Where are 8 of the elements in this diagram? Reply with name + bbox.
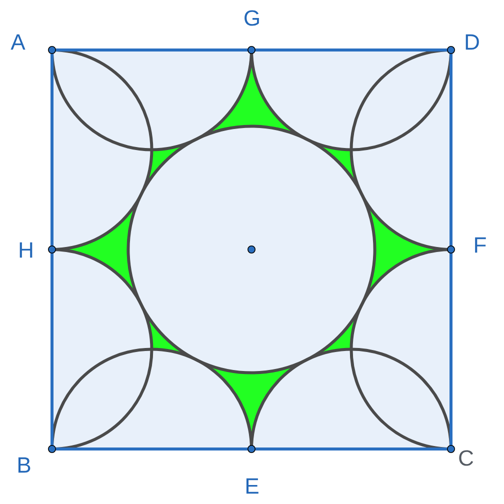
point-label: A [10,34,26,50]
point-label: D [466,34,479,50]
point-label: C [459,450,474,466]
point-label: E [246,478,258,494]
point-label: B [18,457,30,473]
point-label: H [20,242,32,258]
point-label: F [475,237,486,253]
point-label: G [244,10,259,26]
